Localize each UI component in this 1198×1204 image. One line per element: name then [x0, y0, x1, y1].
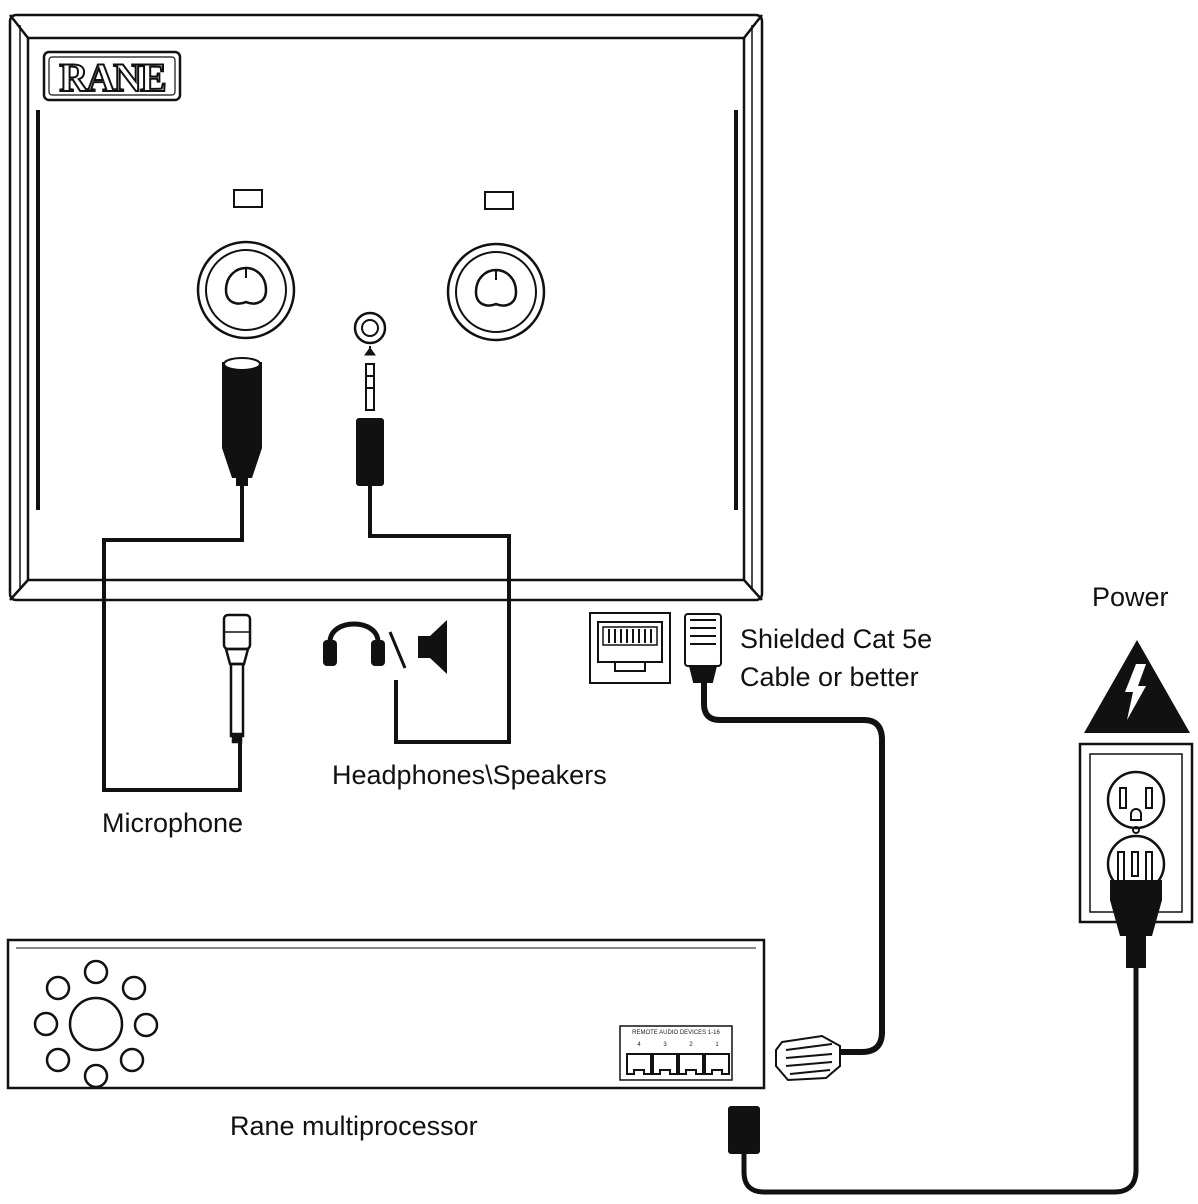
rj45-plug-icon: [775, 1034, 841, 1082]
separator-slash: [388, 631, 407, 669]
microphone-cable: [102, 486, 244, 792]
network-hub-icon: [33, 959, 159, 1089]
cable-label-line1: Shielded Cat 5e: [740, 624, 933, 654]
power-cable: [741, 968, 1139, 1195]
headphone-jack-icon: [353, 311, 387, 356]
multiprocessor-chassis: [6, 938, 766, 1090]
power-plug-icon: [1110, 851, 1162, 968]
cat5-cable: [701, 682, 885, 1055]
headphones-speakers-label: Headphones\Speakers: [332, 760, 607, 790]
multiprocessor-ports: REMOTE AUDIO DEVICES 1-16 4 3 2 1: [619, 1025, 733, 1081]
power-label: Power: [1092, 582, 1169, 612]
headphones-icon: [323, 621, 385, 666]
port-number: 3: [663, 1042, 667, 1048]
rj45-jack-icon: [589, 612, 671, 684]
ports-header-label: REMOTE AUDIO DEVICES 1-16: [632, 1030, 720, 1036]
speaker-icon: [418, 620, 447, 674]
cable-label-line2: Cable or better: [740, 662, 919, 692]
rane-logo-text: RANE: [59, 55, 165, 100]
xlr-combo-jack-icon: [446, 242, 546, 342]
led-indicator-2: [484, 191, 514, 210]
high-voltage-warning-icon: [1084, 640, 1190, 733]
iec-power-connector-icon: [728, 1106, 760, 1154]
port-number: 2: [689, 1042, 693, 1048]
rj45-plug-icon: [684, 613, 722, 683]
multiprocessor-label: Rane multiprocessor: [230, 1111, 478, 1141]
port-number: 4: [637, 1042, 641, 1048]
port-number: 1: [715, 1042, 719, 1048]
led-indicator-1: [233, 189, 263, 208]
mini-plug-icon: [356, 363, 384, 486]
microphone-icon: [222, 613, 252, 744]
xlr-plug-icon: [222, 357, 262, 486]
headphone-cable: [368, 486, 511, 744]
wall-plate: [8, 13, 764, 602]
xlr-combo-jack-icon: [196, 240, 296, 340]
microphone-label: Microphone: [102, 808, 244, 838]
rane-logo: RANE: [42, 50, 182, 102]
